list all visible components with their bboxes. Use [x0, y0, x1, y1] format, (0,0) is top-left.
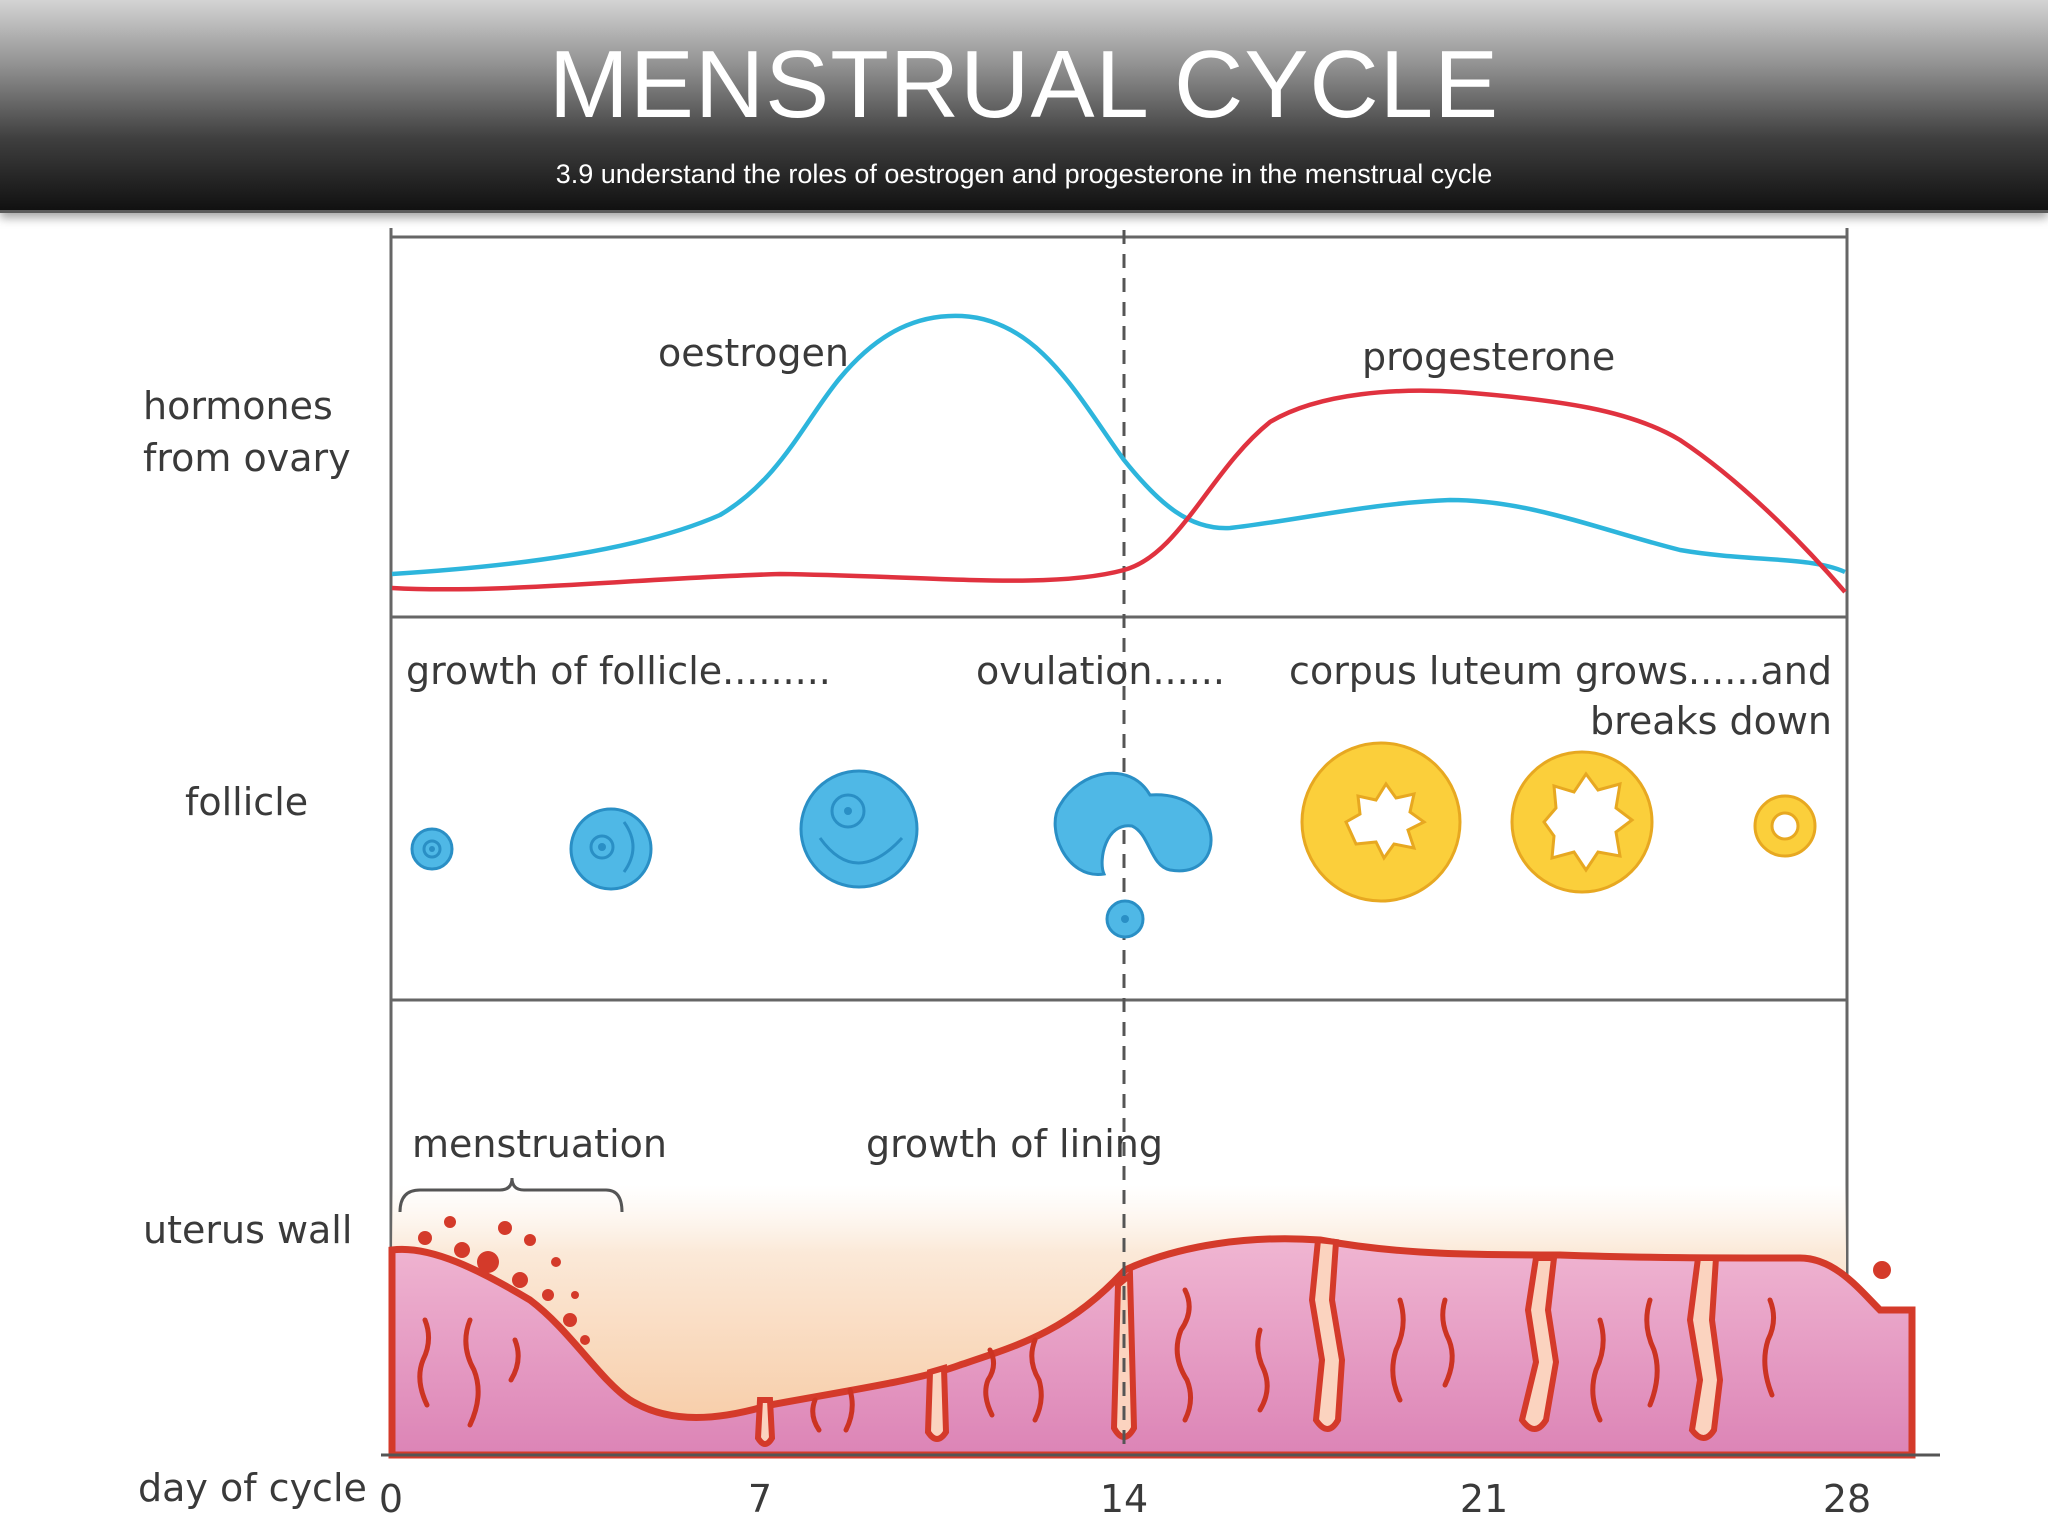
label-breaks-down: breaks down	[1590, 699, 1832, 743]
label-progesterone: progesterone	[1362, 335, 1615, 379]
label-growth-of-lining: growth of lining	[866, 1122, 1163, 1166]
row-label-day: day of cycle	[138, 1466, 367, 1510]
tick-day-21: 21	[1460, 1477, 1508, 1521]
menstruation-bracket	[398, 1177, 624, 1213]
tick-day-0: 0	[379, 1477, 403, 1521]
label-ovulation: ovulation......	[976, 649, 1225, 693]
tick-day-14: 14	[1100, 1477, 1148, 1521]
oestrogen-curve	[391, 313, 1846, 577]
progesterone-curve	[391, 388, 1847, 594]
row-label-hormones-1: hormones	[143, 384, 333, 428]
page-subtitle: 3.9 understand the roles of oestrogen an…	[555, 159, 1493, 189]
label-menstruation: menstruation	[412, 1122, 667, 1166]
panel-frame	[389, 228, 1849, 1455]
title-banner: MENSTRUAL CYCLE 3.9 understand the roles…	[0, 0, 2048, 213]
row-label-follicle: follicle	[185, 780, 309, 824]
tick-day-28: 28	[1823, 1477, 1871, 1521]
page-title: MENSTRUAL CYCLE	[548, 31, 1500, 138]
follicle-stages	[410, 741, 1817, 939]
label-growth-of-follicle: growth of follicle.........	[406, 649, 831, 693]
label-oestrogen: oestrogen	[658, 331, 849, 375]
row-label-hormones-2: from ovary	[143, 436, 351, 480]
tick-day-7: 7	[748, 1477, 772, 1521]
label-corpus-luteum: corpus luteum grows......and	[1289, 649, 1832, 693]
row-label-uterus: uterus wall	[143, 1208, 353, 1252]
uterus-wall-tissue	[388, 1216, 1916, 1459]
